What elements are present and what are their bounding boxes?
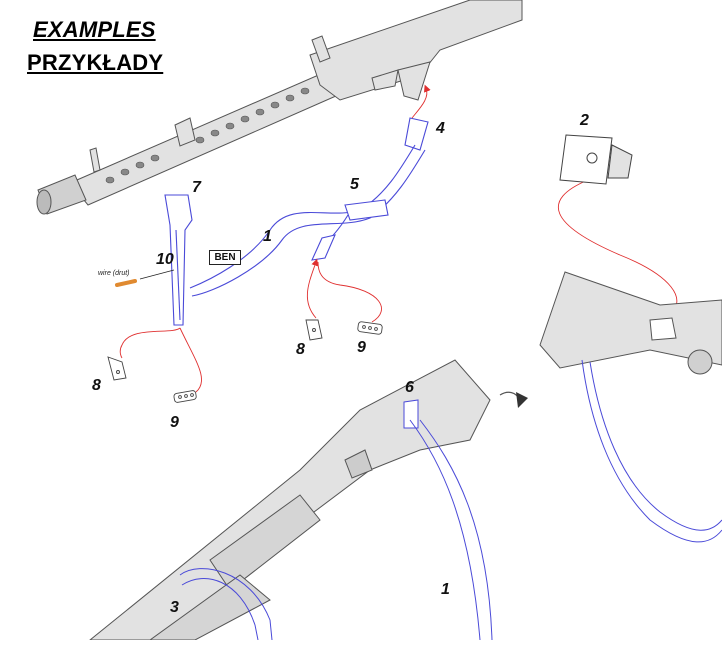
part-2-clip [559, 134, 633, 185]
rifle-stock-sling [581, 359, 722, 543]
part-number-9-left: 9 [170, 414, 179, 431]
machine-gun-sling [164, 117, 429, 326]
part-number-3: 3 [170, 599, 179, 616]
part-number-1-rifle: 1 [441, 581, 450, 598]
barrel-holes [105, 87, 310, 184]
part-number-7: 7 [192, 179, 201, 196]
part-number-9-right: 9 [357, 339, 366, 356]
part-number-6: 6 [405, 379, 414, 396]
part-number-2: 2 [580, 112, 589, 129]
part-number-5: 5 [350, 176, 359, 193]
transition-arrow [499, 391, 528, 408]
small-parts [107, 319, 383, 403]
part-number-4: 4 [436, 120, 445, 137]
wire-label: wire (drut) [98, 270, 130, 277]
part-number-8-left: 8 [92, 377, 101, 394]
wire-detail [115, 269, 175, 287]
heading-przyklady: PRZYKŁADY [27, 50, 164, 75]
part-number-8-right: 8 [296, 341, 305, 358]
rifle-illustration [88, 359, 491, 641]
part-number-1: 1 [263, 228, 272, 245]
assembly-guide-lines [119, 84, 678, 393]
heading-examples: EXAMPLES [33, 17, 156, 42]
ben-tag: BEN [209, 250, 241, 265]
part-number-10: 10 [156, 251, 174, 268]
rifle-sling [179, 399, 493, 641]
rifle-stock-detail [539, 271, 722, 375]
